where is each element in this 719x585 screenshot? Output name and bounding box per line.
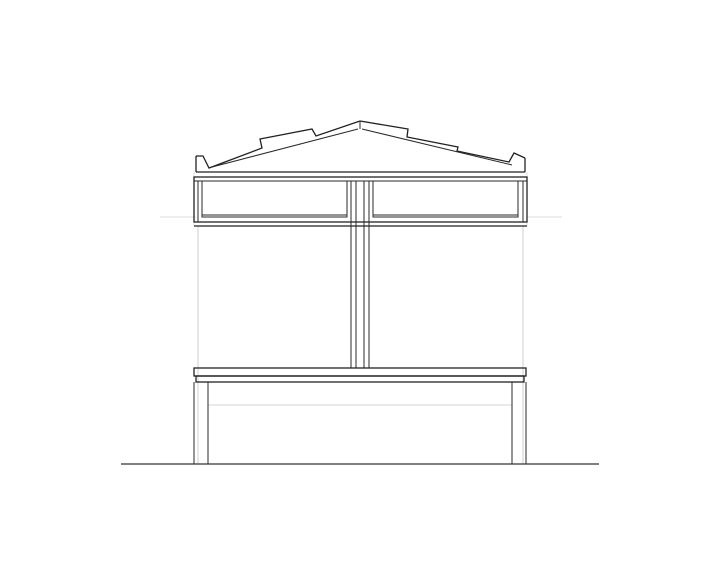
bench-slab-top bbox=[193, 367, 527, 377]
bench-legs bbox=[193, 382, 527, 464]
central-column bbox=[350, 181, 370, 368]
upper-panel-right bbox=[372, 180, 519, 218]
bench-slab bbox=[193, 367, 527, 383]
upper-panel-left bbox=[201, 180, 348, 218]
upper-band bbox=[193, 176, 528, 227]
roof-lower-left-slope bbox=[211, 128, 359, 168]
roof-sawtooth-left bbox=[196, 120, 361, 169]
roof-lower-right-slope bbox=[361, 128, 513, 166]
roof-sawtooth-right bbox=[359, 120, 526, 163]
upper-band-frame bbox=[193, 176, 528, 223]
bench-slab-bottom bbox=[195, 375, 525, 383]
roof-canopy bbox=[195, 120, 526, 173]
